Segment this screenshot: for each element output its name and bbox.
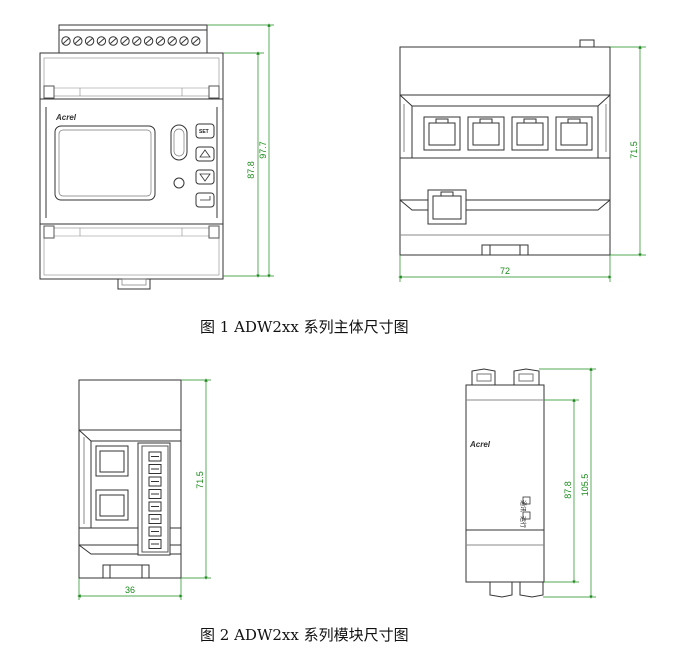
module-front-dimensions bbox=[77, 378, 211, 600]
set-button bbox=[195, 123, 215, 139]
module-terminal-screw-icon bbox=[148, 464, 162, 474]
module-terminal-block bbox=[137, 442, 171, 556]
module-side-outer-height-label: 105.5 bbox=[580, 474, 590, 497]
terminal-screw-icon bbox=[167, 36, 177, 46]
front-outer-height-label: 97.7 bbox=[258, 141, 268, 159]
enter-knob bbox=[170, 124, 188, 161]
terminal-screw-icon bbox=[61, 36, 71, 46]
module-bottom-clips bbox=[489, 582, 544, 598]
bottom-rj45-port bbox=[427, 189, 467, 225]
front-height-dimensions bbox=[207, 23, 274, 278]
rj45-port bbox=[467, 116, 505, 151]
lcd-display bbox=[54, 125, 156, 201]
terminal-screw-icon bbox=[120, 36, 130, 46]
up-button bbox=[195, 146, 215, 162]
module-terminal-screw-icon bbox=[148, 476, 162, 487]
module-terminal-screw-icon bbox=[148, 539, 162, 549]
down-button bbox=[195, 169, 215, 185]
terminal-screw-icon bbox=[108, 36, 118, 46]
module-rj45-port-2 bbox=[95, 489, 129, 521]
terminal-block bbox=[58, 24, 208, 54]
rj45-port bbox=[511, 116, 549, 151]
module-terminal-screw-icon bbox=[148, 451, 162, 462]
terminal-screw-icon bbox=[179, 36, 189, 46]
enter-button bbox=[195, 192, 215, 208]
bottom-height-label: 71.5 bbox=[629, 141, 639, 159]
module-top-clips bbox=[471, 368, 540, 385]
set-button-label: SET bbox=[199, 129, 209, 135]
rj45-port bbox=[423, 116, 461, 151]
main-unit-front-view bbox=[39, 24, 224, 290]
module-rj45-port-1 bbox=[95, 445, 129, 477]
module-width-label: 36 bbox=[125, 585, 135, 595]
module-brand-label: Acrel bbox=[469, 440, 491, 449]
module-terminal-screw-icon bbox=[148, 501, 162, 512]
module-height-label: 71.5 bbox=[195, 471, 205, 489]
rj45-port bbox=[555, 116, 593, 151]
module-terminal-screw-icon bbox=[148, 489, 162, 499]
front-brand-label: Acrel bbox=[55, 113, 77, 122]
module-side-view bbox=[465, 368, 545, 598]
module-front-view bbox=[78, 379, 182, 579]
din-rail-clip bbox=[117, 279, 151, 290]
indicator-led bbox=[173, 177, 185, 189]
terminal-screw-icon bbox=[143, 36, 154, 46]
figure-1-caption: 图 1 ADW2xx 系列主体尺寸图 bbox=[200, 318, 409, 336]
terminal-screw-icon bbox=[132, 36, 142, 46]
main-unit-bottom-view bbox=[399, 39, 611, 256]
enter-arrow-icon bbox=[200, 196, 211, 201]
module-side-dimensions bbox=[539, 367, 596, 599]
terminal-screw-icon bbox=[84, 36, 95, 46]
lower-housing bbox=[39, 223, 224, 280]
module-terminal-screw-icon bbox=[148, 514, 162, 524]
run-indicator-label: 运行 bbox=[519, 516, 527, 528]
upper-housing bbox=[39, 52, 224, 100]
module-side-inner-height-label: 87.8 bbox=[563, 481, 573, 499]
comm-indicator-label: 通讯 bbox=[519, 500, 527, 512]
terminal-screw-icon bbox=[155, 36, 166, 46]
down-arrow-icon bbox=[199, 173, 211, 182]
bottom-view-dimensions bbox=[398, 45, 646, 282]
front-panel bbox=[39, 98, 224, 225]
terminal-screw-icon bbox=[191, 36, 201, 46]
module-terminal-screw-icon bbox=[148, 526, 162, 537]
front-inner-height-label: 87.8 bbox=[246, 161, 256, 179]
run-indicator bbox=[522, 511, 531, 520]
terminal-screw-icon bbox=[96, 36, 107, 46]
figure-2-caption: 图 2 ADW2xx 系列模块尺寸图 bbox=[200, 626, 409, 644]
terminal-screw-icon bbox=[73, 36, 83, 46]
comm-indicator bbox=[522, 496, 531, 505]
up-arrow-icon bbox=[199, 149, 211, 158]
bottom-width-label: 72 bbox=[500, 266, 510, 276]
